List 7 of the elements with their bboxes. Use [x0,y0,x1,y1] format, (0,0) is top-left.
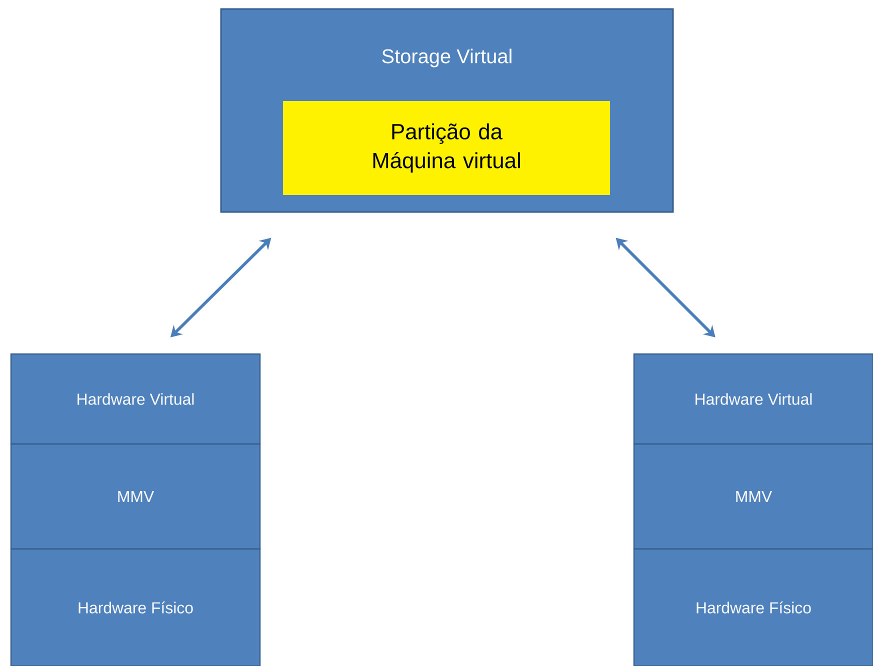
layer-box: Hardware Físico [633,548,873,666]
layer-box: MMV [633,443,873,550]
layer-box: Hardware Virtual [10,353,261,445]
layer-box: Hardware Físico [10,548,261,666]
layer-box: MMV [10,443,261,550]
partition-box: Partição da Máquina virtual [283,101,610,195]
layer-box: Hardware Virtual [633,353,873,445]
